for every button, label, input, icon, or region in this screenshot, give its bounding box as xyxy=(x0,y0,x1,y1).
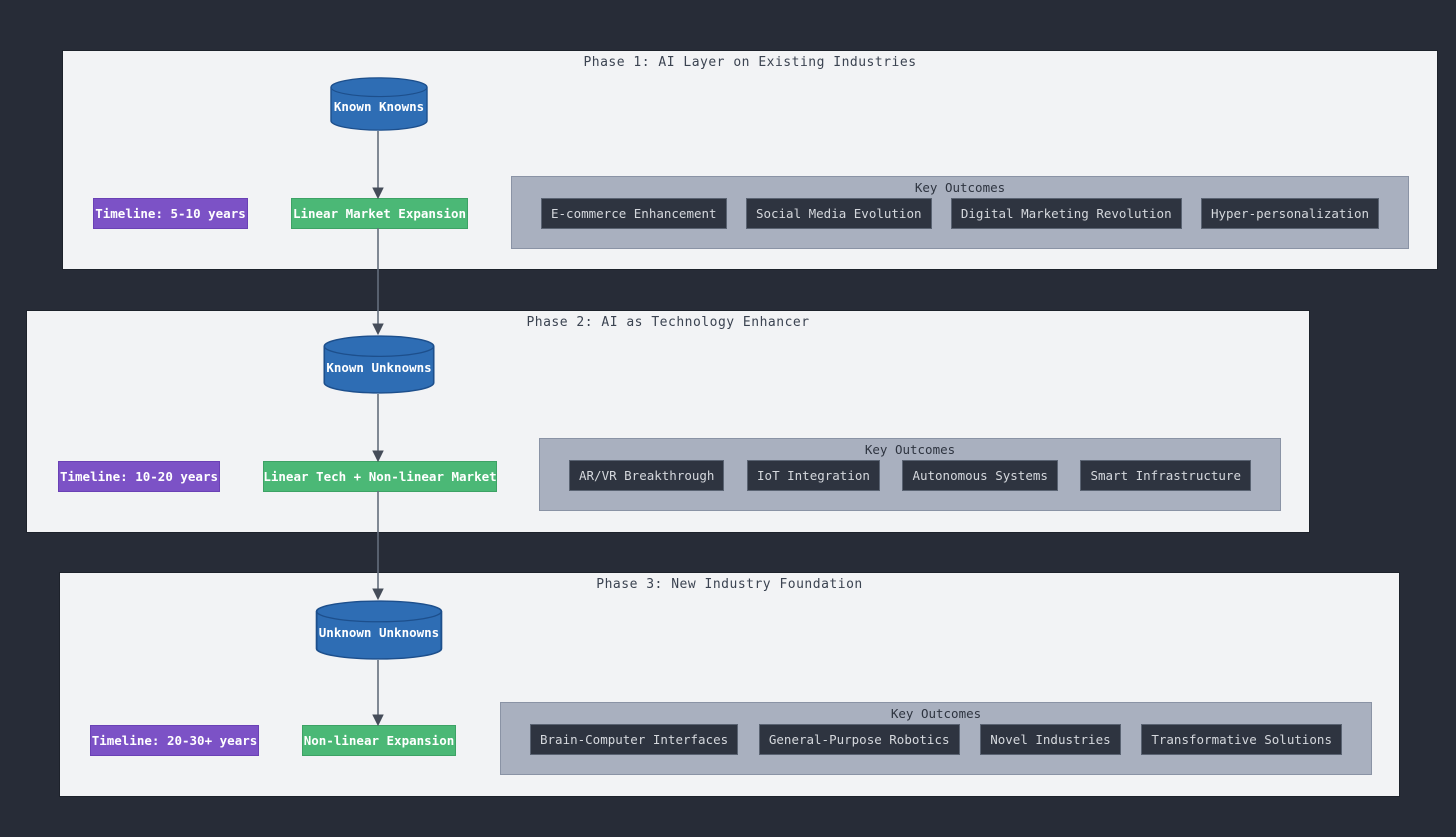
known-unknowns-label: Known Unknowns xyxy=(326,359,432,375)
phase-1-outcomes-row: E-commerce Enhancement Social Media Evol… xyxy=(512,198,1408,229)
outcome-item: E-commerce Enhancement xyxy=(541,198,727,229)
phase-3-expansion-node: Non-linear Expansion xyxy=(302,725,456,756)
outcome-item: Social Media Evolution xyxy=(745,198,932,229)
known-knowns-label: Known Knowns xyxy=(333,98,425,114)
phase-2-title: Phase 2: AI as Technology Enhancer xyxy=(526,315,810,330)
known-knowns-cylinder: Known Knowns xyxy=(329,76,429,132)
outcome-item: Brain-Computer Interfaces xyxy=(530,724,739,755)
phase-1-expansion-label: Linear Market Expansion xyxy=(292,206,467,221)
phase-1-timeline-label: Timeline: 5-10 years xyxy=(95,206,246,221)
phase-3-key-outcomes-title: Key Outcomes xyxy=(890,706,982,721)
phase-1-title: Phase 1: AI Layer on Existing Industries xyxy=(583,55,917,70)
phase-2-outcomes-row: AR/VR Breakthrough IoT Integration Auton… xyxy=(540,460,1280,491)
phase-2-expansion-label: Linear Tech + Non-linear Market xyxy=(263,469,497,484)
outcome-item: Smart Infrastructure xyxy=(1080,460,1251,491)
outcome-item: AR/VR Breakthrough xyxy=(569,460,725,491)
outcome-item: Transformative Solutions xyxy=(1141,724,1342,755)
outcome-item: Digital Marketing Revolution xyxy=(950,198,1182,229)
unknown-unknowns-cylinder: Unknown Unknowns xyxy=(314,599,444,661)
outcome-item: IoT Integration xyxy=(747,460,880,491)
phase-1-timeline-node: Timeline: 5-10 years xyxy=(93,198,248,229)
database-cylinder-shape xyxy=(315,600,443,660)
phase-2-timeline-label: Timeline: 10-20 years xyxy=(59,469,219,484)
known-unknowns-cylinder: Known Unknowns xyxy=(322,334,436,395)
outcome-item: Hyper-personalization xyxy=(1200,198,1379,229)
phase-3-timeline-label: Timeline: 20-30+ years xyxy=(91,733,258,748)
database-cylinder-shape xyxy=(330,77,428,131)
outcome-item: Novel Industries xyxy=(980,724,1121,755)
unknown-unknowns-label: Unknown Unknowns xyxy=(318,624,440,640)
phase-2-expansion-node: Linear Tech + Non-linear Market xyxy=(263,461,497,492)
phase-3-panel: Phase 3: New Industry Foundation Unknown… xyxy=(59,572,1400,797)
phase-3-title: Phase 3: New Industry Foundation xyxy=(596,577,863,592)
phase-1-panel: Phase 1: AI Layer on Existing Industries… xyxy=(62,50,1438,270)
phase-2-panel: Phase 2: AI as Technology Enhancer Known… xyxy=(26,310,1310,533)
phase-1-key-outcomes-title: Key Outcomes xyxy=(914,180,1006,195)
phase-3-expansion-label: Non-linear Expansion xyxy=(303,733,455,748)
phase-2-key-outcomes-group: Key Outcomes AR/VR Breakthrough IoT Inte… xyxy=(539,438,1281,511)
phase-3-outcomes-row: Brain-Computer Interfaces General-Purpos… xyxy=(501,724,1371,755)
phase-3-timeline-node: Timeline: 20-30+ years xyxy=(90,725,259,756)
phase-2-key-outcomes-title: Key Outcomes xyxy=(864,442,956,457)
database-cylinder-shape xyxy=(323,335,435,394)
phase-1-key-outcomes-group: Key Outcomes E-commerce Enhancement Soci… xyxy=(511,176,1409,249)
phase-2-timeline-node: Timeline: 10-20 years xyxy=(58,461,220,492)
outcome-item: Autonomous Systems xyxy=(902,460,1058,491)
outcome-item: General-Purpose Robotics xyxy=(758,724,960,755)
phase-3-key-outcomes-group: Key Outcomes Brain-Computer Interfaces G… xyxy=(500,702,1372,775)
phase-1-expansion-node: Linear Market Expansion xyxy=(291,198,468,229)
